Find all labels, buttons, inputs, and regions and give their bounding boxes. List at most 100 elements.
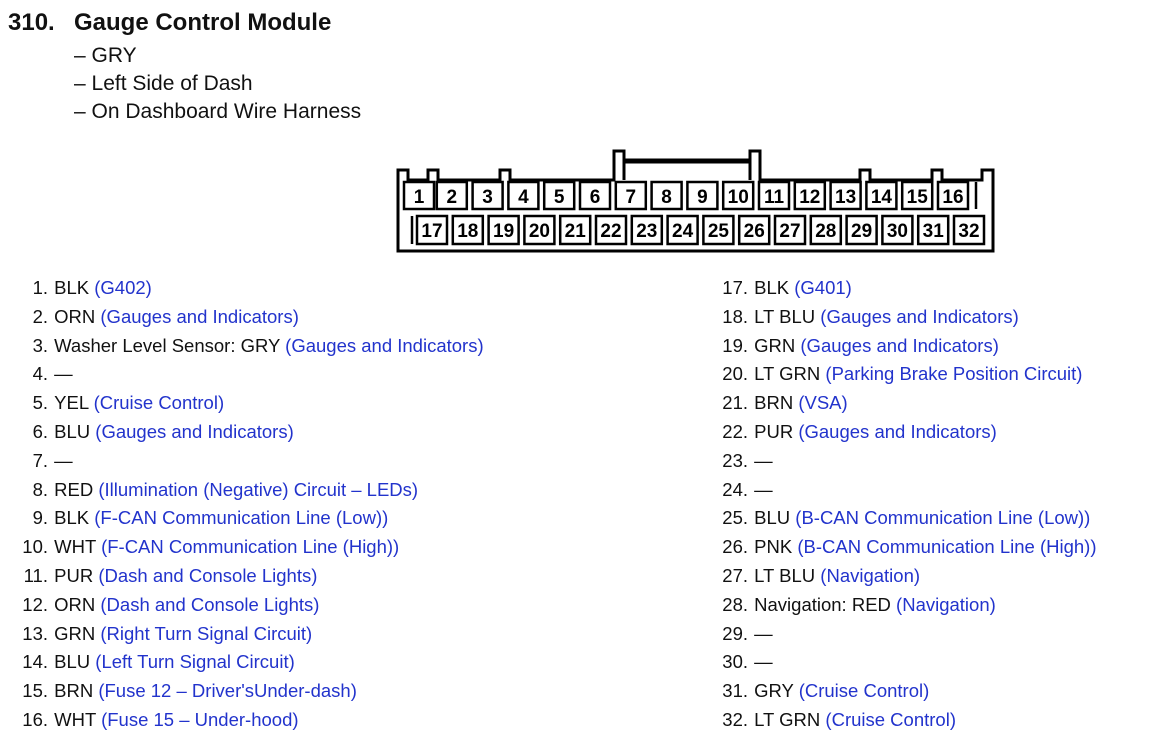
pin-entry: 4. — xyxy=(0,360,484,389)
circuit-reference-link[interactable]: (Gauges and Indicators) xyxy=(800,334,999,356)
pin-label: 23 xyxy=(636,221,657,242)
pin-entry: 12. ORN (Dash and Console Lights) xyxy=(0,591,484,620)
pin-cell xyxy=(650,180,683,211)
wire-color: BLK xyxy=(49,277,90,298)
pin-description: YEL (Cruise Control) xyxy=(48,389,224,418)
pin-number: 7. xyxy=(32,449,48,471)
circuit-reference-link[interactable]: (Gauges and Indicators) xyxy=(798,420,997,442)
pin-number: 22. xyxy=(722,420,748,442)
pin-label: 11 xyxy=(764,187,785,208)
pin-number: 21. xyxy=(722,392,748,414)
circuit-reference-link[interactable]: (Navigation) xyxy=(896,593,996,615)
pin-label: 12 xyxy=(799,187,820,208)
circuit-reference-link[interactable]: (Right Turn Signal Circuit) xyxy=(100,622,313,644)
wire-color: — xyxy=(749,651,773,673)
pin-description: LT GRN (Cruise Control) xyxy=(748,706,956,735)
pin-label: 9 xyxy=(697,187,708,208)
circuit-reference-link[interactable]: (Dash and Console Lights) xyxy=(100,593,320,615)
pin-entry: 31. GRY (Cruise Control) xyxy=(702,677,1097,706)
pin-entry: 6. BLU (Gauges and Indicators) xyxy=(0,418,484,447)
pin-label: 30 xyxy=(887,221,908,242)
pin-number: 27. xyxy=(722,564,748,586)
circuit-reference-link[interactable]: (VSA) xyxy=(798,392,848,414)
pin-entry: 27. LT BLU (Navigation) xyxy=(702,562,1097,591)
pin-label: 27 xyxy=(779,221,800,242)
wire-color: GRY xyxy=(749,680,794,702)
pin-entry: 14. BLU (Left Turn Signal Circuit) xyxy=(0,648,484,677)
pin-label: 13 xyxy=(835,187,856,208)
wire-color: PNK xyxy=(749,536,793,558)
wire-color: Navigation: RED xyxy=(749,593,891,615)
circuit-reference-link[interactable]: (B-CAN Communication Line (High)) xyxy=(797,536,1097,558)
wire-color: — xyxy=(749,478,773,500)
pin-label: 32 xyxy=(958,221,979,242)
pin-cell xyxy=(737,214,771,246)
detail-location: – Left Side of Dash xyxy=(74,72,253,95)
pin-entry: 25. BLU (B-CAN Communication Line (Low)) xyxy=(702,504,1097,533)
circuit-reference-link[interactable]: (Cruise Control) xyxy=(825,708,956,730)
circuit-reference-link[interactable]: (Fuse 15 – Under-hood) xyxy=(101,708,299,730)
circuit-reference-link[interactable]: (Parking Brake Position Circuit) xyxy=(825,363,1083,385)
pin-label: 25 xyxy=(708,221,730,242)
circuit-reference-link[interactable]: (G402) xyxy=(94,277,152,298)
pin-cell xyxy=(865,180,898,211)
pin-label: 1 xyxy=(414,187,425,208)
circuit-reference-link[interactable]: (Dash and Console Lights) xyxy=(98,564,318,586)
pin-description: PNK (B-CAN Communication Line (High)) xyxy=(748,533,1097,562)
wire-color: — xyxy=(49,363,73,385)
pin-description: — xyxy=(748,620,773,649)
circuit-reference-link[interactable]: (Illumination (Negative) Circuit – LEDs) xyxy=(98,478,419,500)
pin-entry: 10. WHT (F-CAN Communication Line (High)… xyxy=(0,533,484,562)
pin-number: 24. xyxy=(722,478,748,500)
circuit-reference-link[interactable]: (F-CAN Communication Line (Low)) xyxy=(94,507,389,529)
circuit-reference-link[interactable]: (B-CAN Communication Line (Low)) xyxy=(795,507,1091,529)
pin-description: Navigation: RED (Navigation) xyxy=(748,591,996,620)
pin-label: 19 xyxy=(493,221,514,242)
circuit-reference-link[interactable]: (Gauges and Indicators) xyxy=(820,305,1019,327)
pin-label: 29 xyxy=(851,221,872,242)
pin-entry: 1. BLK (G402) xyxy=(0,274,484,303)
wire-color: BLU xyxy=(749,507,791,529)
pin-number: 8. xyxy=(32,478,48,500)
pin-description: BRN (Fuse 12 – Driver'sUnder-dash) xyxy=(48,677,357,706)
pin-number: 30. xyxy=(722,651,748,673)
pin-cell xyxy=(793,180,827,211)
pin-description: — xyxy=(48,360,73,389)
circuit-reference-link[interactable]: (Left Turn Signal Circuit) xyxy=(95,651,295,673)
circuit-reference-link[interactable]: (Gauges and Indicators) xyxy=(285,334,484,356)
pin-cell xyxy=(845,214,878,246)
pin-cell xyxy=(578,180,612,211)
pin-entry: 28. Navigation: RED (Navigation) xyxy=(702,591,1097,620)
pin-description: PUR (Dash and Console Lights) xyxy=(48,562,317,591)
pin-label: 24 xyxy=(672,221,694,242)
circuit-reference-link[interactable]: (F-CAN Communication Line (High)) xyxy=(101,536,400,558)
circuit-reference-link[interactable]: (G401) xyxy=(794,277,852,298)
pin-cell xyxy=(829,180,862,211)
pin-description: — xyxy=(748,476,773,505)
pin-description: — xyxy=(748,648,773,677)
circuit-reference-link[interactable]: (Cruise Control) xyxy=(798,680,930,702)
circuit-reference-link[interactable]: (Gauges and Indicators) xyxy=(100,305,299,327)
pin-number: 1. xyxy=(32,277,48,298)
pin-cell xyxy=(702,214,735,246)
pin-description: WHT (F-CAN Communication Line (High)) xyxy=(48,533,399,562)
pin-cell xyxy=(952,214,986,246)
detail-harness: – On Dashboard Wire Harness xyxy=(74,100,362,123)
wire-color: GRN xyxy=(749,334,796,356)
circuit-reference-link[interactable]: (Gauges and Indicators) xyxy=(95,420,294,442)
pin-description: GRN (Right Turn Signal Circuit) xyxy=(48,620,312,649)
pin-number: 23. xyxy=(722,449,748,471)
pin-entry: 8. RED (Illumination (Negative) Circuit … xyxy=(0,476,484,505)
pin-label: 10 xyxy=(728,187,749,208)
wire-color: RED xyxy=(49,478,94,500)
pin-description: BLU (Left Turn Signal Circuit) xyxy=(48,648,295,677)
circuit-reference-link[interactable]: (Navigation) xyxy=(820,564,921,586)
circuit-reference-link[interactable]: (Cruise Control) xyxy=(93,392,225,414)
pin-cell xyxy=(614,180,648,211)
pin-description: — xyxy=(48,447,73,476)
wire-color: BLU xyxy=(49,420,91,442)
pin-description: GRN (Gauges and Indicators) xyxy=(748,332,999,361)
pin-entry: 2. ORN (Gauges and Indicators) xyxy=(0,303,484,332)
pin-label: 28 xyxy=(815,221,836,242)
circuit-reference-link[interactable]: (Fuse 12 – Driver'sUnder-dash) xyxy=(98,680,357,702)
